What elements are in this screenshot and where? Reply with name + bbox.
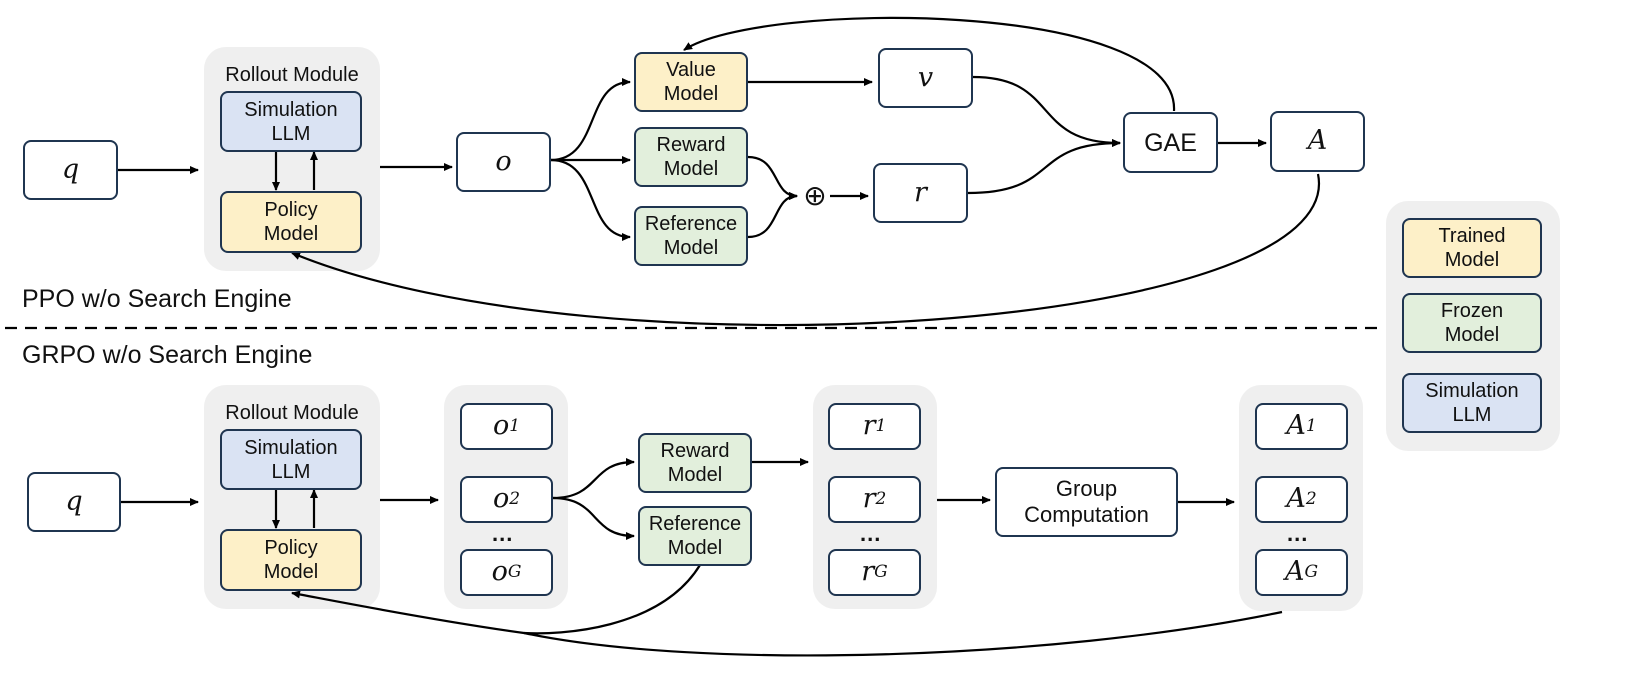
gae-box: GAE	[1123, 112, 1218, 173]
ppo-policy-model: Policy Model	[220, 191, 362, 253]
legend-simulation-llm: Simulation LLM	[1402, 373, 1542, 433]
ppo-rollout-caption: Rollout Module	[225, 64, 359, 86]
arrow-reference-to-oplus	[747, 192, 798, 239]
grpo-query-box: q	[27, 472, 121, 532]
arrow-r-to-gae	[967, 139, 1121, 195]
oplus-operator: ⊕	[803, 179, 827, 212]
ppo-reward-box: r	[873, 163, 968, 223]
arrow-reward-to-oplus	[747, 155, 798, 200]
reward-g-base: r	[861, 556, 875, 588]
advantage-g-base: A	[1284, 556, 1305, 588]
ppo-section-title: PPO w/o Search Engine	[22, 285, 292, 313]
arrow-o-to-value	[550, 78, 631, 162]
grpo-simulation-llm: Simulation LLM	[220, 429, 362, 490]
advantage-2-base: A	[1286, 483, 1306, 515]
advantages-ellipsis: ...	[1287, 521, 1309, 546]
outputs-ellipsis: ...	[492, 521, 514, 546]
ppo-output-box: o	[456, 132, 551, 192]
arrow-o2-to-reference	[552, 496, 635, 540]
legend-frozen-model: Frozen Model	[1402, 293, 1542, 353]
ppo-query-box: q	[23, 140, 118, 200]
arrow-o2-to-reward	[552, 458, 635, 500]
grpo-reference-model: Reference Model	[638, 506, 752, 566]
ppo-reward-symbol: r	[914, 176, 927, 208]
ppo-value-box: v	[878, 48, 973, 108]
grpo-rollout-caption: Rollout Module	[225, 402, 359, 424]
advantage-1-base: A	[1286, 410, 1306, 442]
reward-1-sub: 1	[875, 416, 887, 437]
advantage-1-sub: 1	[1305, 416, 1317, 437]
ppo-advantage-symbol: A	[1307, 125, 1328, 157]
arrow-v-to-gae	[972, 75, 1121, 147]
ppo-value-model: Value Model	[634, 52, 748, 112]
arrow-gae-loop-to-value	[683, 16, 1176, 112]
legend-trained-model: Trained Model	[1402, 218, 1542, 278]
output-g-base: o	[491, 556, 508, 588]
reward-2-base: r	[862, 483, 876, 515]
reward-2-sub: 2	[875, 489, 887, 510]
ppo-output-symbol: o	[495, 145, 512, 177]
grpo-reward-model: Reward Model	[638, 433, 752, 493]
reward-1-base: r	[862, 410, 876, 442]
rewards-ellipsis: ...	[860, 521, 882, 546]
ppo-query-symbol: q	[61, 153, 80, 185]
grpo-policy-model: Policy Model	[220, 529, 362, 591]
output-1-sub: 1	[509, 416, 521, 437]
advantage-g-sub: G	[1304, 562, 1319, 583]
ppo-reference-model: Reference Model	[634, 206, 748, 266]
ppo-reward-model: Reward Model	[634, 127, 748, 187]
output-2-base: o	[492, 483, 510, 515]
ppo-advantage-box: A	[1270, 111, 1365, 172]
arrow-advantages-loop-to-policy	[291, 590, 1283, 657]
arrow-o-to-reference	[550, 158, 631, 241]
grpo-section-title: GRPO w/o Search Engine	[22, 341, 313, 369]
ppo-value-symbol: v	[917, 61, 934, 93]
output-1-base: o	[492, 410, 510, 442]
arrow-a-loop-to-policy	[291, 173, 1320, 327]
arrow-reference-loop-to-policy	[523, 564, 701, 635]
output-2-sub: 2	[509, 489, 521, 510]
advantage-2-sub: 2	[1305, 489, 1317, 510]
reward-g-sub: G	[874, 562, 888, 583]
output-g-sub: G	[507, 562, 522, 583]
ppo-simulation-llm: Simulation LLM	[220, 91, 362, 152]
group-computation-box: Group Computation	[995, 467, 1178, 537]
grpo-query-symbol: q	[65, 485, 83, 517]
